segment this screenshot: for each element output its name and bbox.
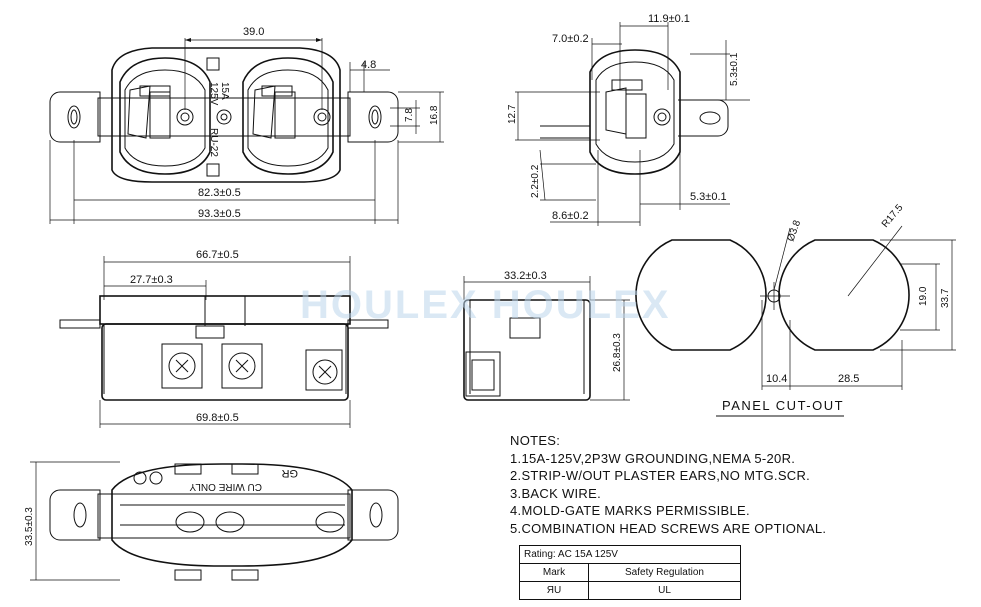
note-1: 1.15A-125V,2P3W GROUNDING,NEMA 5-20R. xyxy=(510,450,796,466)
end-dim-33p2: 33.2±0.3 xyxy=(504,270,547,282)
rating-table: Rating: AC 15A 125V Mark Safety Regulati… xyxy=(519,545,741,600)
bottom-view: GR CU WIRE ONLY 33.5±0.3 xyxy=(24,461,399,581)
note-2: 2.STRIP-W/OUT PLASTER EARS,NO MTG.SCR. xyxy=(510,468,811,483)
front-mark-15a: 15A xyxy=(219,82,230,100)
front-dim-7p8: 7.8 xyxy=(404,108,415,122)
bottom-dim-33p5: 33.5±0.3 xyxy=(24,507,35,546)
panel-cutout-title: PANEL CUT-OUT xyxy=(722,398,845,413)
detail-dim-11p9: 11.9±0.1 xyxy=(648,13,690,25)
cutout-left-dim: 10.4 xyxy=(766,373,787,385)
cutout-hole-dim: Ø3.8 xyxy=(785,218,803,243)
side-dim-27p7: 27.7±0.3 xyxy=(130,274,173,286)
note-5: 5.COMBINATION HEAD SCREWS ARE OPTIONAL. xyxy=(510,520,827,536)
rating-row-regulation: UL xyxy=(588,581,741,600)
detail-dim-12p7: 12.7 xyxy=(507,104,518,124)
front-dim-39: 39.0 xyxy=(243,26,264,38)
side-view: 66.7±0.5 27.7±0.3 69.8±0.5 xyxy=(59,249,389,428)
detail-dim-7p0: 7.0±0.2 xyxy=(552,33,589,45)
notes-block: NOTES: 1.15A-125V,2P3W GROUNDING,NEMA 5-… xyxy=(510,432,826,537)
front-dim-82p3: 82.3±0.5 xyxy=(198,187,241,199)
side-screw-left xyxy=(161,343,203,389)
front-view: 15A 125V RU-22 39.0 4.8 7.8 16.8 82.3±0.… xyxy=(49,26,444,224)
cutout-flat-dim: 19.0 xyxy=(918,286,929,306)
front-dim-16p8: 16.8 xyxy=(429,105,440,125)
note-4: 4.MOLD-GATE MARKS PERMISSIBLE. xyxy=(510,503,750,518)
end-dim-26p8: 26.8±0.3 xyxy=(612,333,623,372)
detail-dim-5p3-top: 5.3±0.1 xyxy=(729,52,740,86)
rating-col-mark: Mark xyxy=(519,563,589,582)
note-3: 3.BACK WIRE. xyxy=(510,485,602,501)
front-mark-125v: 125V xyxy=(208,82,219,106)
side-screw-center xyxy=(221,343,263,389)
detail-dim-8p6: 8.6±0.2 xyxy=(552,210,589,222)
front-dim-93p3: 93.3±0.5 xyxy=(198,208,241,220)
side-dim-69p8: 69.8±0.5 xyxy=(196,412,239,424)
front-dim-4p8: 4.8 xyxy=(361,59,376,71)
rating-title: Rating: AC 15A 125V xyxy=(519,545,741,564)
side-screw-right xyxy=(305,349,343,391)
cutout-height-dim: 33.7 xyxy=(940,288,951,308)
cutout-right-dim: 28.5 xyxy=(838,373,859,385)
side-dim-66p7: 66.7±0.5 xyxy=(196,249,239,261)
end-view: 33.2±0.3 26.8±0.3 xyxy=(463,270,630,401)
rating-row-mark: ЯU xyxy=(519,581,589,600)
cutout-radius-dim: R17.5 xyxy=(880,202,906,230)
detail-dim-2p2: 2.2±0.2 xyxy=(530,164,541,198)
panel-cutout: Ø3.8 R17.5 19.0 33.7 10.4 28.5 xyxy=(635,202,956,417)
watermark: HOULEX HOULEX xyxy=(300,283,670,327)
notes-header: NOTES: xyxy=(510,433,561,448)
bottom-mark-cu-wire: CU WIRE ONLY xyxy=(189,481,262,492)
rating-col-regulation: Safety Regulation xyxy=(588,563,741,582)
detail-dim-5p3-bottom: 5.3±0.1 xyxy=(690,191,727,203)
detail-view: 11.9±0.1 7.0±0.2 5.3±0.1 12.7 2.2±0.2 5.… xyxy=(507,13,750,226)
bottom-mark-gr: GR xyxy=(281,467,298,479)
front-mark-ru22: RU-22 xyxy=(208,128,219,157)
